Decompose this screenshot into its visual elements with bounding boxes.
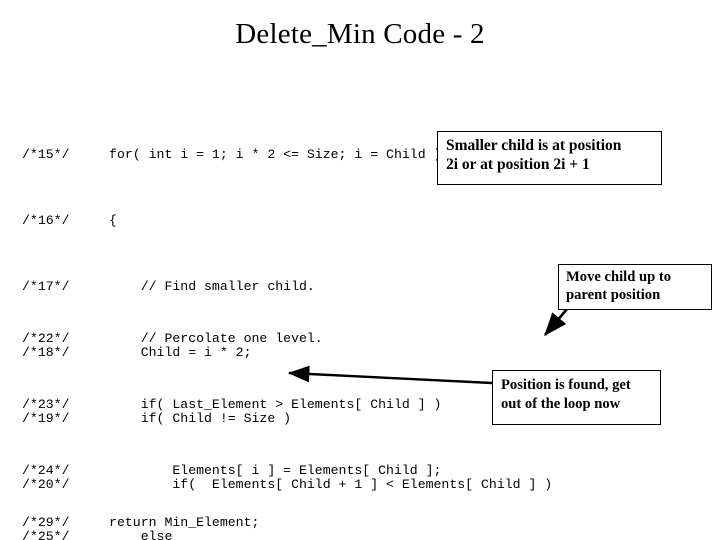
- callout-move-child-line1: Move child up to: [566, 269, 671, 285]
- code-line: /*17*/ // Find smaller child.: [22, 279, 315, 294]
- code-line: /*22*/ // Percolate one level.: [22, 331, 323, 346]
- code-line: /*29*/ return Min_Element;: [22, 515, 260, 530]
- code-line: /*19*/ if( Child != Size ): [22, 411, 292, 426]
- callout-position-found-line1: Position is found, get: [501, 377, 631, 393]
- code-line: /*25*/ else: [22, 529, 173, 540]
- callout-move-child: Move child up to parent position: [558, 264, 712, 310]
- callout-smaller-child: Smaller child is at position 2i or at po…: [437, 131, 662, 185]
- callout-smaller-child-line2: 2i or at position 2i + 1: [446, 156, 590, 173]
- code-line: /*18*/ Child = i * 2;: [22, 345, 252, 360]
- code-line: /*24*/ Elements[ i ] = Elements[ Child ]…: [22, 463, 442, 478]
- callout-position-found-line2: out of the loop now: [501, 396, 621, 412]
- code-line: /*16*/ {: [22, 213, 117, 228]
- code-line: /*23*/ if( Last_Element > Elements[ Chil…: [22, 397, 442, 412]
- callout-smaller-child-line1: Smaller child is at position: [446, 137, 622, 154]
- code-block-lines-22-28: /*22*/ // Percolate one level. /*23*/ if…: [22, 284, 441, 540]
- code-block-lines-29-30: /*29*/ return Min_Element; /*30*/ }: [22, 468, 259, 540]
- code-block-lines-15-21: /*15*/ for( int i = 1; i * 2 <= Size; i …: [22, 100, 552, 540]
- code-line: /*20*/ if( Elements[ Child + 1 ] < Eleme…: [22, 477, 553, 492]
- callout-position-found: Position is found, get out of the loop n…: [492, 370, 661, 425]
- code-line: /*15*/ for( int i = 1; i * 2 <= Size; i …: [22, 147, 442, 162]
- page-title: Delete_Min Code - 2: [235, 18, 485, 50]
- callout-move-child-line2: parent position: [566, 287, 661, 303]
